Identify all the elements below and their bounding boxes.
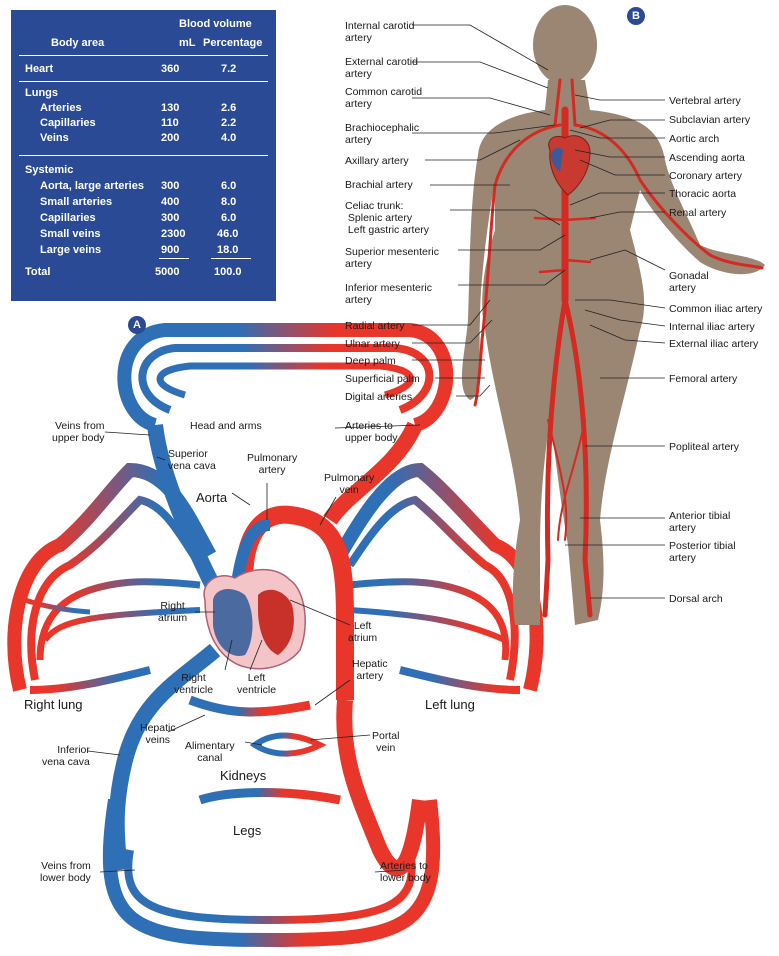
label-right-lung: Right lung xyxy=(24,697,83,712)
label-gonadal: Gonadal artery xyxy=(669,270,709,294)
label-internal-carotid: Internal carotid artery xyxy=(345,20,414,44)
label-right-ventricle: Right ventricle xyxy=(174,672,213,696)
label-common-iliac: Common iliac artery xyxy=(669,303,762,315)
label-vertebral: Vertebral artery xyxy=(669,95,741,107)
label-right-atrium: Right atrium xyxy=(158,600,187,624)
label-veins-lower: Veins from lower body xyxy=(40,860,91,884)
label-arteries-upper: Arteries to upper body xyxy=(345,420,398,444)
label-superficial-palm: Superficial palm xyxy=(345,373,420,385)
label-svc: Superior vena cava xyxy=(168,448,216,472)
label-head-arms: Head and arms xyxy=(190,420,262,432)
label-hepatic-veins: Hepatic veins xyxy=(140,722,176,746)
label-aorta: Aorta xyxy=(196,490,227,505)
label-portal-vein: Portal vein xyxy=(372,730,399,754)
marker-a: A xyxy=(128,316,146,334)
label-alimentary: Alimentary canal xyxy=(185,740,235,764)
label-external-carotid: External carotid artery xyxy=(345,56,418,80)
label-thoracic-aorta: Thoracic aorta xyxy=(669,188,736,200)
label-left-atrium: Left atrium xyxy=(348,620,377,644)
label-superior-mesenteric: Superior mesenteric artery xyxy=(345,246,439,270)
label-digital: Digital arteries xyxy=(345,391,412,403)
label-pulmonary-vein: Pulmonary vein xyxy=(324,472,374,496)
label-renal: Renal artery xyxy=(669,207,726,219)
label-anterior-tibial: Anterior tibial artery xyxy=(669,510,730,534)
label-arteries-lower: Arteries to lower body xyxy=(380,860,431,884)
label-inferior-mesenteric: Inferior mesenteric artery xyxy=(345,282,432,306)
label-coronary: Coronary artery xyxy=(669,170,742,182)
label-kidneys: Kidneys xyxy=(220,768,266,783)
label-celiac-trunk: Celiac trunk: Splenic artery Left gastri… xyxy=(345,200,429,236)
label-legs: Legs xyxy=(233,823,261,838)
label-external-iliac: External iliac artery xyxy=(669,338,758,350)
label-posterior-tibial: Posterior tibial artery xyxy=(669,540,736,564)
label-common-carotid: Common carotid artery xyxy=(345,86,422,110)
heart xyxy=(204,570,305,669)
label-brachiocephalic: Brachiocephalic artery xyxy=(345,122,419,146)
label-hepatic-artery: Hepatic artery xyxy=(352,658,388,682)
marker-b: B xyxy=(627,7,645,25)
label-left-ventricle: Left ventricle xyxy=(237,672,276,696)
label-ulnar: Ulnar artery xyxy=(345,338,400,350)
label-internal-iliac: Internal iliac artery xyxy=(669,321,755,333)
label-ascending-aorta: Ascending aorta xyxy=(669,152,745,164)
label-dorsal-arch: Dorsal arch xyxy=(669,593,723,605)
label-femoral: Femoral artery xyxy=(669,373,737,385)
label-popliteal: Popliteal artery xyxy=(669,441,739,453)
label-pulmonary-artery: Pulmonary artery xyxy=(247,452,297,476)
label-veins-upper: Veins from upper body xyxy=(52,420,105,444)
label-axillary: Axillary artery xyxy=(345,155,409,167)
label-ivc: Inferior vena cava xyxy=(42,744,90,768)
label-brachial: Brachial artery xyxy=(345,179,413,191)
left-lung-capillaries xyxy=(340,470,537,690)
label-left-lung: Left lung xyxy=(425,697,475,712)
label-subclavian: Subclavian artery xyxy=(669,114,750,126)
label-aortic-arch: Aortic arch xyxy=(669,133,719,145)
label-radial: Radial artery xyxy=(345,320,405,332)
label-deep-palm: Deep palm xyxy=(345,355,396,367)
